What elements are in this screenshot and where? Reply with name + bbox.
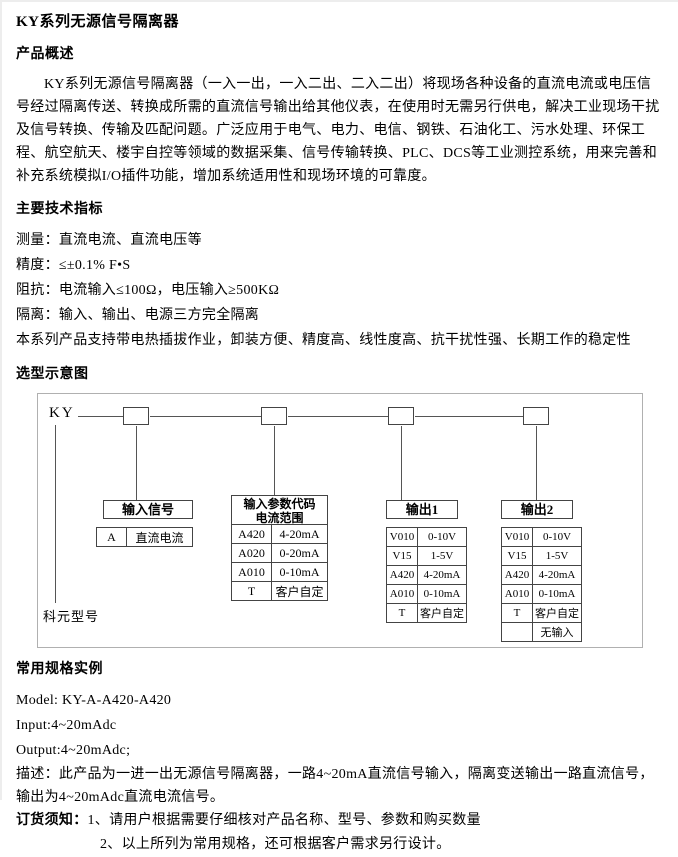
model-name-label: 科元型号: [43, 609, 100, 624]
spec-line-accuracy: 精度：≤±0.1% F•S: [16, 258, 131, 273]
input-signal-header: 输入信号: [103, 500, 193, 519]
code-cell: A420: [386, 565, 418, 585]
code-cell: A020: [231, 543, 272, 563]
input-signal-table: A 直流电流: [96, 527, 193, 547]
model-leader-line: [55, 425, 56, 603]
table-row: A420 4-20mA: [386, 565, 467, 585]
code-box-3: [388, 407, 414, 425]
spec-line-feature: 本系列产品支持带电热插拔作业，卸装方便、精度高、线性度高、抗干扰性强、长期工作的…: [16, 333, 631, 348]
table-row: T 客户自定: [231, 581, 328, 601]
output1-header: 输出1: [386, 500, 458, 519]
code-box-2: [261, 407, 287, 425]
table-row: A010 0-10mA: [501, 584, 582, 604]
code-box-4: [523, 407, 549, 425]
table-row: A 直流电流: [96, 527, 193, 547]
code-cell: A010: [231, 562, 272, 582]
code-cell: V010: [501, 527, 533, 547]
spec-line-impedance: 阻抗：电流输入≤100Ω，电压输入≥500KΩ: [16, 283, 280, 298]
value-cell: 直流电流: [126, 527, 193, 547]
value-cell: 0-10V: [532, 527, 582, 547]
page-title: KY系列无源信号隔离器: [16, 14, 180, 30]
code-cell: A: [96, 527, 127, 547]
ordering-item-1: 1、请用户根据需要仔细核对产品名称、型号、参数和购买数量: [87, 813, 481, 828]
code-cell: A010: [501, 584, 533, 604]
leader-line-2: [274, 426, 275, 495]
value-cell: 0-10mA: [532, 584, 582, 604]
table-row: A010 0-10mA: [231, 562, 328, 582]
code-box-1: [123, 407, 149, 425]
value-cell: 0-10mA: [417, 584, 467, 604]
code-cell: A420: [501, 565, 533, 585]
code-cell: T: [231, 581, 272, 601]
ordering-item-2: 2、以上所列为常用规格，还可根据客户需求另行设计。: [100, 837, 451, 852]
table-row: V010 0-10V: [501, 527, 582, 547]
leader-line-1: [136, 426, 137, 500]
output2-table: V010 0-10V V15 1-5V A420 4-20mA A010 0-1…: [501, 527, 582, 642]
spec-line-measurement: 测量：直流电流、直流电压等: [16, 233, 202, 248]
value-cell: 无输入: [532, 622, 582, 642]
code-cell: T: [501, 603, 533, 623]
input-param-table: A420 4-20mA A020 0-20mA A010 0-10mA T 客户…: [231, 524, 328, 601]
value-cell: 1-5V: [417, 546, 467, 566]
table-row: 无输入: [501, 622, 582, 642]
code-cell: T: [386, 603, 418, 623]
code-cell: [501, 622, 533, 642]
leader-line-3: [401, 426, 402, 500]
value-cell: 1-5V: [532, 546, 582, 566]
example-input-line: Input:4~20mAdc: [16, 718, 117, 733]
overview-paragraph: KY系列无源信号隔离器（一入一出，一入二出、二入二出）将现场各种设备的直流电流或…: [16, 77, 660, 184]
input-param-header-line2: 电流范围: [255, 511, 304, 525]
diagram-heading: 选型示意图: [16, 367, 89, 382]
output2-header: 输出2: [501, 500, 573, 519]
example-description: 描述：此产品为一进一出无源信号隔离器，一路4~20mA直流信号输入，隔离变送输出…: [16, 767, 654, 805]
table-row: T 客户自定: [386, 603, 467, 623]
value-cell: 4-20mA: [417, 565, 467, 585]
connector-line: [150, 416, 261, 417]
table-row: T 客户自定: [501, 603, 582, 623]
connector-line: [415, 416, 523, 417]
table-row: V15 1-5V: [501, 546, 582, 566]
code-cell: V15: [386, 546, 418, 566]
value-cell: 客户自定: [532, 603, 582, 623]
value-cell: 客户自定: [417, 603, 467, 623]
connector-line: [78, 416, 123, 417]
table-row: A020 0-20mA: [231, 543, 328, 563]
example-heading: 常用规格实例: [16, 662, 103, 677]
output1-table: V010 0-10V V15 1-5V A420 4-20mA A010 0-1…: [386, 527, 467, 623]
model-prefix-label: KY: [49, 405, 75, 421]
leader-line-4: [536, 426, 537, 500]
input-param-header: 输入参数代码 电流范围: [231, 495, 328, 525]
code-cell: V010: [386, 527, 418, 547]
ordering-notes-line1: 订货须知：1、请用户根据需要仔细核对产品名称、型号、参数和购买数量: [16, 809, 664, 833]
value-cell: 0-10mA: [271, 562, 328, 582]
example-model-line: Model: KY-A-A420-A420: [16, 693, 172, 708]
table-row: V15 1-5V: [386, 546, 467, 566]
code-cell: A010: [386, 584, 418, 604]
value-cell: 4-20mA: [271, 524, 328, 544]
table-row: A420 4-20mA: [501, 565, 582, 585]
ordering-label: 订货须知：: [16, 813, 88, 828]
specs-heading: 主要技术指标: [16, 202, 103, 217]
table-row: A010 0-10mA: [386, 584, 467, 604]
table-row: A420 4-20mA: [231, 524, 328, 544]
example-output-line: Output:4~20mAdc;: [16, 743, 131, 758]
value-cell: 客户自定: [271, 581, 328, 601]
spec-line-isolation: 隔离：输入、输出、电源三方完全隔离: [16, 308, 260, 323]
overview-heading: 产品概述: [16, 47, 74, 62]
code-cell: V15: [501, 546, 533, 566]
connector-line: [288, 416, 388, 417]
value-cell: 0-20mA: [271, 543, 328, 563]
code-cell: A420: [231, 524, 272, 544]
table-row: V010 0-10V: [386, 527, 467, 547]
value-cell: 0-10V: [417, 527, 467, 547]
selection-diagram: KY 输入信号 输入参数代码 电流范围 输出1 输出2 A 直流电流: [37, 393, 643, 648]
value-cell: 4-20mA: [532, 565, 582, 585]
input-param-header-line1: 输入参数代码: [243, 497, 316, 511]
